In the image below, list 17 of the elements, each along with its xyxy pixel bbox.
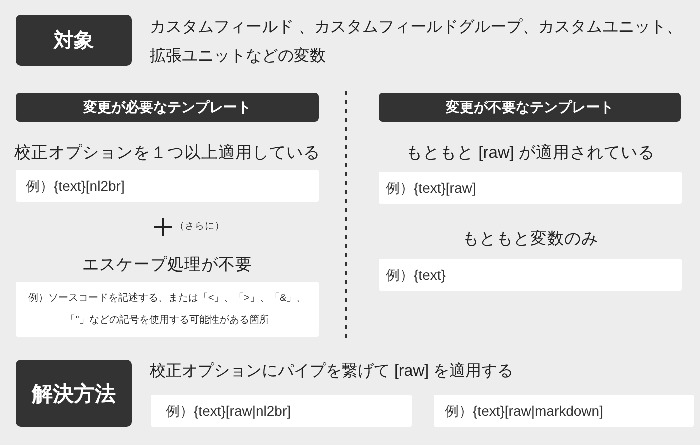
- example-box: 例）{text}: [379, 259, 682, 291]
- example-box: 例）{text}[raw|markdown]: [434, 395, 694, 427]
- category-tag: 解決方法: [16, 360, 132, 427]
- section-header: 変更が必要なテンプレート: [16, 93, 319, 122]
- heading-text: エスケープ処理が不要: [82, 255, 252, 276]
- example-box: 例）{text}[raw]: [379, 172, 682, 204]
- description-text: カスタムフィールド 、カスタムフィールドグループ、カスタムユニット、拡張ユニットなどの変数: [150, 18, 684, 67]
- note-text: （さらに）: [175, 220, 225, 234]
- heading-text: もともと [raw] が適用されている: [406, 143, 655, 164]
- heading-text: 校正オプションを１つ以上適用している: [14, 143, 320, 164]
- heading-text: もともと変数のみ: [462, 229, 598, 250]
- example-box: 例）{text}[nl2br]: [16, 170, 319, 202]
- example-box: 例）ソースコードを記述する、または「<」、「>」、「&」、「"」などの記号を使用する可能性がある箇所: [16, 282, 319, 337]
- example-box: 例）{text}[raw|nl2br]: [151, 395, 412, 427]
- section-header: 変更が不要なテンプレート: [379, 93, 681, 122]
- description-text: 校正オプションにパイプを繋げて [raw] を適用する: [150, 362, 515, 382]
- category-tag: 対象: [16, 15, 132, 66]
